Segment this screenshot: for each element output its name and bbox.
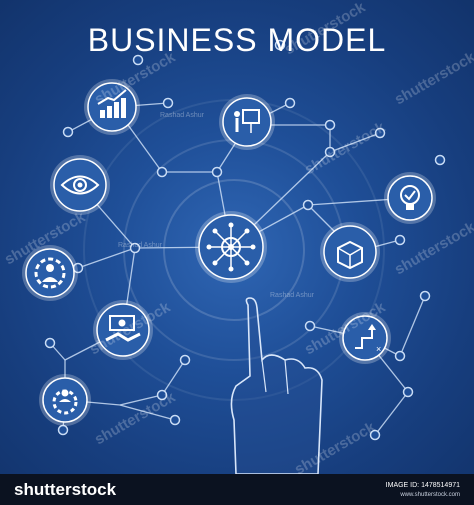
poster: × BUSINESS MODEL shutterstock shuttersto…: [0, 0, 474, 474]
concept-diagram: ×: [22, 39, 446, 474]
glow-ring: [163, 179, 305, 321]
node-dot: [156, 389, 168, 401]
settings-people-icon: [39, 374, 91, 426]
team-management-icon: [22, 245, 78, 301]
svg-text:×: ×: [376, 344, 381, 354]
node-dot: [304, 320, 316, 332]
node-dot: [302, 199, 314, 211]
node-dot: [394, 234, 406, 246]
page-title: BUSINESS MODEL: [87, 22, 387, 58]
node-dot: [274, 39, 286, 51]
pointing-hand-icon: [230, 297, 323, 474]
node-dot: [162, 97, 174, 109]
connector-line: [161, 359, 186, 396]
growth-chart-icon: [84, 79, 140, 135]
connector-line: [77, 247, 136, 269]
image-id: IMAGE ID: 1478514971: [385, 482, 460, 489]
connector-line: [119, 394, 163, 406]
node-dot: [62, 126, 74, 138]
node-dot: [324, 119, 336, 131]
idea-bulb-icon: [384, 172, 436, 224]
node-dot: [284, 97, 296, 109]
node-dot: [434, 154, 446, 166]
node-dot: [169, 414, 181, 426]
node-dot: [57, 424, 69, 436]
footer-logo: shutterstock: [14, 480, 117, 499]
node-dot: [324, 146, 336, 158]
node-dot: [369, 429, 381, 441]
node-dot: [132, 54, 144, 66]
node-dot: [402, 386, 414, 398]
node-dot: [156, 166, 168, 178]
presentation-icon: [219, 94, 275, 150]
node-dot: [374, 127, 386, 139]
connector-line: [399, 295, 426, 357]
connector-line: [329, 132, 381, 153]
node-dot: [394, 350, 406, 362]
glow-ring: [83, 99, 385, 401]
node-dot: [419, 290, 431, 302]
site-url: www.shutterstock.com: [400, 492, 460, 498]
product-box-icon: [320, 222, 380, 282]
node-dot: [211, 166, 223, 178]
node-dot: [129, 242, 141, 254]
connector-line: [374, 391, 409, 436]
money-handshake-icon: [93, 300, 153, 360]
footer-bar: shutterstock IMAGE ID: 1478514971 www.sh…: [0, 474, 474, 505]
eye-vision-icon: [50, 155, 110, 215]
node-dot: [179, 354, 191, 366]
node-dot: [44, 337, 56, 349]
network-hub-icon: [195, 211, 267, 283]
strategy-path-icon: ×: [339, 312, 391, 364]
connector-line: [119, 404, 176, 421]
